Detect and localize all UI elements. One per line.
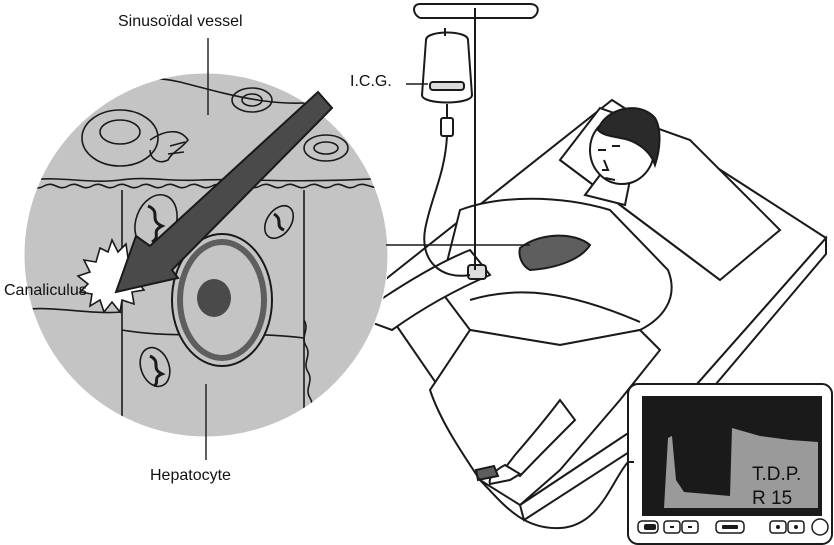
monitor-icon: T.D.P. R 15 <box>628 384 832 544</box>
magnified-liver-tissue <box>20 73 390 437</box>
monitor-power-button[interactable] <box>812 519 828 535</box>
label-canaliculus: Canaliculus <box>4 282 87 299</box>
label-icg: I.C.G. <box>350 73 392 90</box>
monitor-text-line1: T.D.P. <box>752 464 801 485</box>
label-hepatocyte: Hepatocyte <box>150 467 231 484</box>
monitor-text-line2: R 15 <box>752 488 792 509</box>
label-sinusoidal-vessel: Sinusoïdal vessel <box>118 13 243 30</box>
